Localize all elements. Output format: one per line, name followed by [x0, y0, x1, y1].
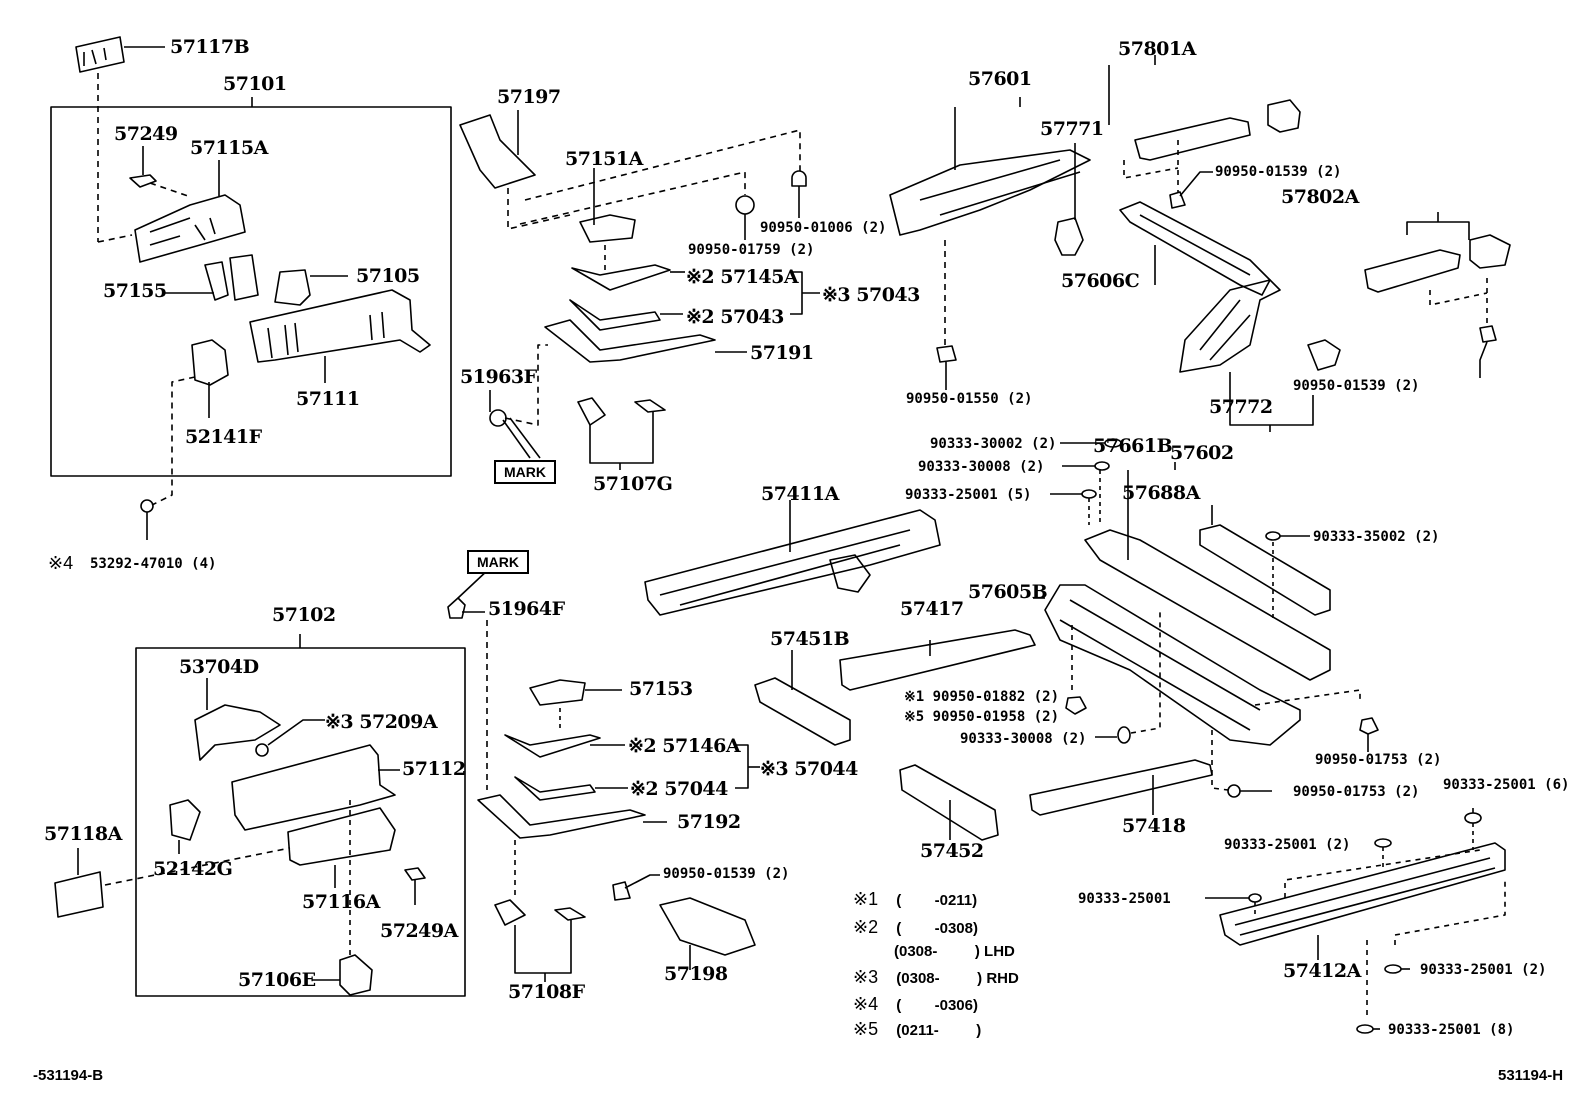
- part-57117B-shape: [75, 36, 165, 243]
- part-label-52141F[interactable]: 52141F: [185, 426, 262, 448]
- part-label-57198[interactable]: 57198: [664, 963, 728, 985]
- mark-label-1: MARK: [494, 460, 556, 484]
- footnote-1: ※1 ( -0211): [853, 889, 978, 909]
- part-label-90950-01550[interactable]: 90950-01550 (2): [906, 391, 1033, 407]
- part-label-57197[interactable]: 57197: [497, 86, 561, 108]
- part-label-57606C[interactable]: 57606C: [1061, 270, 1140, 292]
- part-label-51963F[interactable]: 51963F: [460, 366, 537, 388]
- diagram-code-right: 531194-H: [1498, 1067, 1564, 1084]
- part-label-90333-30002[interactable]: 90333-30002 (2): [930, 436, 1057, 452]
- part-label-57192[interactable]: 57192: [677, 811, 741, 833]
- part-label-90950-01753-a[interactable]: 90950-01753 (2): [1315, 752, 1442, 768]
- part-label-57043-a[interactable]: ※2 57043: [686, 306, 784, 328]
- part-label-57418[interactable]: 57418: [1122, 815, 1186, 837]
- part-label-57118A[interactable]: 57118A: [44, 823, 122, 845]
- part-label-90333-35002[interactable]: 90333-35002 (2): [1313, 529, 1440, 545]
- part-label-57452[interactable]: 57452: [920, 840, 984, 862]
- part-label-57249[interactable]: 57249: [114, 123, 178, 145]
- group-box-57101: [50, 106, 452, 477]
- part-label-57151A[interactable]: 57151A: [565, 148, 643, 170]
- part-label-57117B[interactable]: 57117B: [170, 36, 250, 58]
- part-label-90950-01006[interactable]: 90950-01006 (2): [760, 220, 887, 236]
- part-label-90333-25001-6[interactable]: 90333-25001 (6): [1443, 777, 1570, 793]
- part-label-90333-25001[interactable]: 90333-25001: [1078, 891, 1171, 907]
- footnote-4: ※4 ( -0306): [853, 994, 978, 1014]
- part-label-53292-47010[interactable]: 53292-47010 (4): [90, 556, 217, 572]
- part-label-57153[interactable]: 57153: [629, 678, 693, 700]
- part-label-90333-30008-a[interactable]: 90333-30008 (2): [918, 459, 1045, 475]
- part-label-90950-01753-b[interactable]: 90950-01753 (2): [1293, 784, 1420, 800]
- note-marker-4: ※4: [48, 553, 74, 573]
- part-label-90333-25001-5[interactable]: 90333-25001 (5): [905, 487, 1032, 503]
- part-label-53704D[interactable]: 53704D: [179, 656, 259, 678]
- part-label-90333-25001-8[interactable]: 90333-25001 (8): [1388, 1022, 1515, 1038]
- part-label-57107G[interactable]: 57107G: [593, 473, 673, 495]
- part-label-57801A[interactable]: 57801A: [1118, 38, 1196, 60]
- footnote-2: ※2 ( -0308): [853, 917, 978, 937]
- part-label-57116A[interactable]: 57116A: [302, 891, 380, 913]
- part-label-57412A[interactable]: 57412A: [1283, 960, 1361, 982]
- part-label-90950-01539-c[interactable]: 90950-01539 (2): [663, 866, 790, 882]
- part-label-57044-a[interactable]: ※2 57044: [630, 778, 728, 800]
- footnote-3: ※3 (0308- ) RHD: [853, 967, 1019, 987]
- group-label-57101[interactable]: 57101: [223, 73, 287, 95]
- footnote-5: ※5 (0211- ): [853, 1019, 982, 1039]
- part-label-90950-01539-b[interactable]: 90950-01539 (2): [1293, 378, 1420, 394]
- part-label-57108F[interactable]: 57108F: [508, 981, 585, 1003]
- part-label-52142G[interactable]: 52142G: [153, 858, 233, 880]
- part-label-90950-01882[interactable]: ※1 90950-01882 (2): [904, 689, 1060, 705]
- part-label-57112[interactable]: 57112: [402, 758, 466, 780]
- part-label-51964F[interactable]: 51964F: [488, 598, 565, 620]
- part-label-57043-b[interactable]: ※3 57043: [822, 284, 920, 306]
- part-label-57249A[interactable]: 57249A: [380, 920, 458, 942]
- part-label-57155[interactable]: 57155: [103, 280, 167, 302]
- part-label-90333-30008-b[interactable]: 90333-30008 (2): [960, 731, 1087, 747]
- part-label-57044-b[interactable]: ※3 57044: [760, 758, 858, 780]
- part-label-57411A[interactable]: 57411A: [761, 483, 839, 505]
- part-label-90950-01958[interactable]: ※5 90950-01958 (2): [904, 709, 1060, 725]
- part-label-57105[interactable]: 57105: [356, 265, 420, 287]
- part-label-90333-25001-2b[interactable]: 90333-25001 (2): [1420, 962, 1547, 978]
- part-label-90950-01759[interactable]: 90950-01759 (2): [688, 242, 815, 258]
- part-label-57451B[interactable]: 57451B: [770, 628, 850, 650]
- part-label-57802A[interactable]: 57802A: [1281, 186, 1359, 208]
- part-label-57771[interactable]: 57771: [1040, 118, 1104, 140]
- part-label-57602[interactable]: 57602: [1170, 442, 1234, 464]
- part-label-57601[interactable]: 57601: [968, 68, 1032, 90]
- part-label-90333-25001-2a[interactable]: 90333-25001 (2): [1224, 837, 1351, 853]
- part-label-57145A[interactable]: ※2 57145A: [686, 266, 799, 288]
- part-label-57688A[interactable]: 57688A: [1122, 482, 1200, 504]
- footnote-2-lhd: (0308- ) LHD: [894, 943, 1015, 960]
- part-label-57417[interactable]: 57417: [900, 598, 964, 620]
- part-label-57106E[interactable]: 57106E: [238, 969, 316, 991]
- part-label-57146A[interactable]: ※2 57146A: [628, 735, 741, 757]
- part-label-57661B[interactable]: 57661B: [1093, 435, 1173, 457]
- part-label-90950-01539-a[interactable]: 90950-01539 (2): [1215, 164, 1342, 180]
- part-label-57115A[interactable]: 57115A: [190, 137, 268, 159]
- diagram-code-left: -531194-B: [33, 1067, 104, 1084]
- group-box-57102: [135, 647, 466, 997]
- group-label-57102[interactable]: 57102: [272, 604, 336, 626]
- part-label-57772[interactable]: 57772: [1209, 396, 1273, 418]
- part-label-57605B[interactable]: 57605B: [968, 581, 1048, 603]
- part-label-57209A[interactable]: ※3 57209A: [325, 711, 438, 733]
- part-label-57191[interactable]: 57191: [750, 342, 814, 364]
- mark-label-2: MARK: [467, 550, 529, 574]
- part-label-57111[interactable]: 57111: [296, 388, 360, 410]
